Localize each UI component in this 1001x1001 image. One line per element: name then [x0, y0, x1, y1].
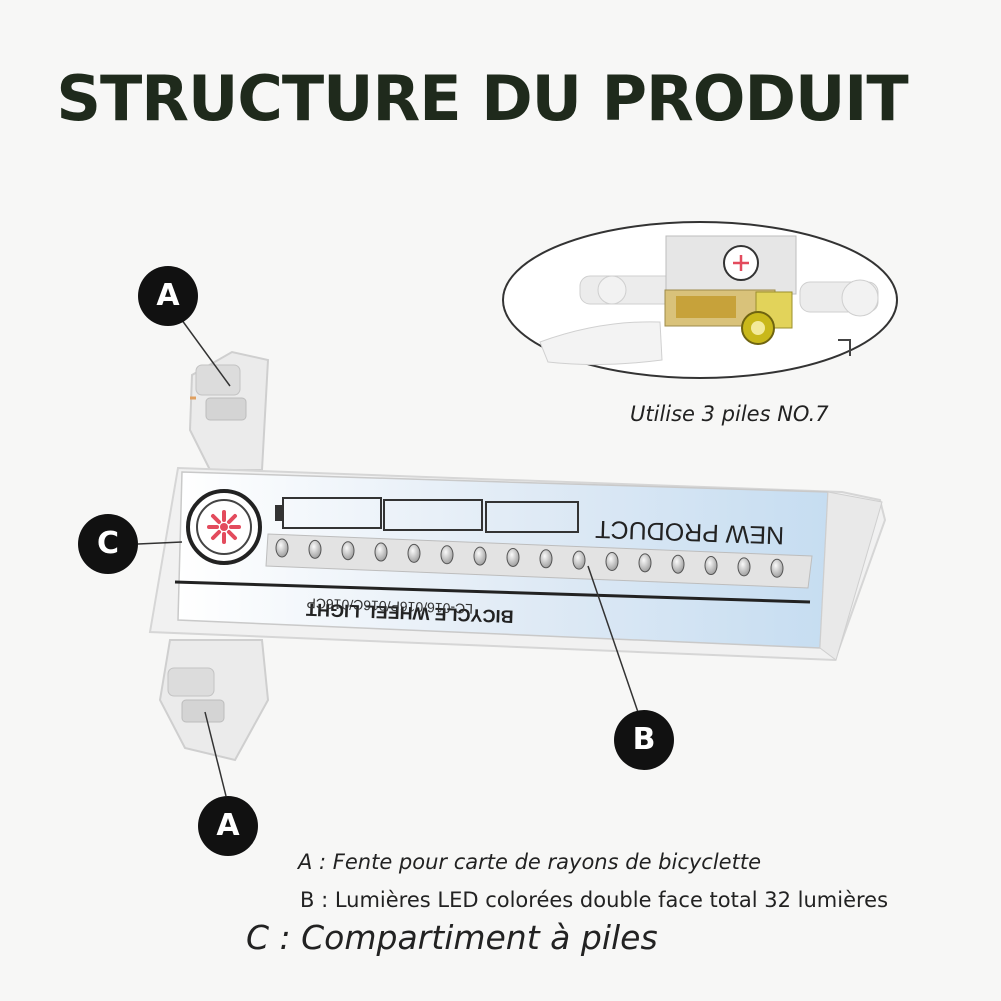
spoke-clip-bottom [158, 639, 270, 762]
led-bulb [506, 547, 520, 567]
svg-text:NEW PRODUCT: NEW PRODUCT [595, 515, 785, 550]
marker-a-bottom: A [198, 796, 258, 856]
led-bulb [737, 557, 751, 577]
print-new-product: NEW PRODUCT [595, 515, 785, 550]
led-strip [265, 533, 813, 589]
legend-c: C : Compartiment à piles [246, 918, 658, 957]
led-bulb [770, 558, 784, 578]
led-bulb [275, 538, 289, 558]
led-bulb [605, 552, 619, 571]
wheel-logo-icon [186, 489, 262, 565]
led-bulb [440, 545, 454, 565]
legend-b: B : Lumières LED colorées double face to… [300, 888, 889, 912]
led-bulb [341, 541, 355, 561]
page-title: STRUCTURE DU PRODUIT [56, 62, 908, 135]
marker-c: C [78, 514, 138, 574]
led-bulb [374, 542, 388, 562]
svg-text:LC-016/016P/016C/016CP: LC-016/016P/016C/016CP [306, 595, 473, 617]
led-bulb [671, 554, 685, 574]
led-bulb [539, 549, 553, 569]
print-model-numbers: LC-016/016P/016C/016CP [306, 595, 473, 617]
led-bulb [638, 553, 652, 573]
battery-caption: Utilise 3 piles NO.7 [630, 402, 829, 426]
marker-b: B [614, 710, 674, 770]
legend-a: A : Fente pour carte de rayons de bicycl… [298, 850, 761, 874]
led-bulb [572, 550, 586, 570]
led-bulb [473, 546, 487, 566]
led-bulb [704, 556, 718, 576]
led-bulb [407, 543, 421, 563]
leader-lines [137, 311, 641, 797]
battery-slots [275, 497, 579, 533]
led-bulb [308, 539, 322, 559]
spoke-clip-top [188, 350, 270, 471]
marker-a-top: A [138, 266, 198, 326]
label-divider [174, 580, 811, 604]
battery-inset [502, 221, 898, 379]
led-lights [275, 538, 784, 578]
